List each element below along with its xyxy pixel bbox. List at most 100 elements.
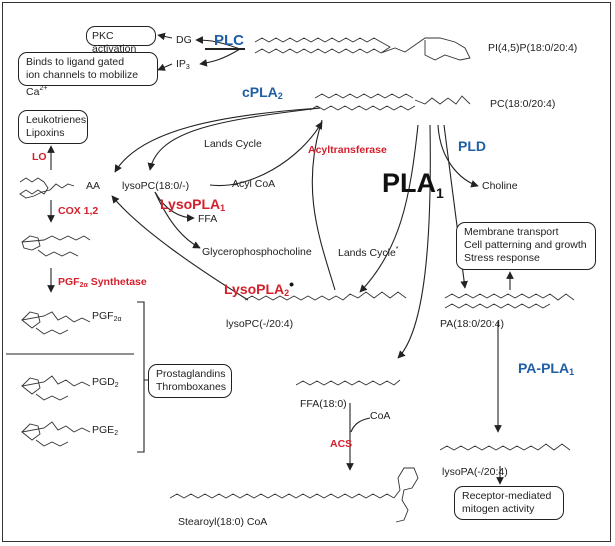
lysopla2-mark: • (289, 276, 295, 292)
pa-label: PA(18:0/20:4) (440, 318, 505, 330)
lysopla2-text: LysoPLA (224, 281, 285, 297)
ip3-sub: 3 (185, 64, 190, 71)
papla1-text: PA-PLA (518, 360, 570, 376)
acyl-coa-label: Acyl CoA (232, 178, 276, 190)
papla1-enzyme-label: PA-PLA1 (518, 360, 574, 380)
cpla2-enzyme-label: cPLA2 (242, 84, 283, 104)
ffa-label: FFA (198, 213, 218, 225)
lysopla1-to-gpc-arrow (154, 191, 201, 249)
pla1-to-ffa18-arrow (397, 124, 431, 359)
pgf2a-label: PGF2α (92, 310, 122, 326)
lysopc2-structure (244, 291, 407, 301)
pc-chain-1 (314, 93, 414, 99)
pc-headgroup (414, 95, 471, 105)
pgf-synthetase-enzyme-label: PGF2α Synthetase (58, 276, 147, 292)
membrane-line-3: Stress response (464, 252, 540, 264)
pge-text: PGE (92, 424, 115, 436)
papla1-sub: 1 (569, 367, 575, 377)
acs-enzyme-label: ACS (330, 438, 353, 450)
receptor-line-2: mitogen activity (462, 503, 535, 515)
lysopla1-to-ffa-arrow (154, 191, 195, 222)
dg-label: DG (176, 34, 192, 46)
pgf-sub: 2α (113, 316, 122, 323)
cpla2-text: cPLA (242, 84, 278, 100)
coa-label: CoA (370, 410, 391, 422)
pa-structure (444, 293, 575, 301)
aa-structure (19, 177, 75, 199)
lysopla2-to-aa-arrow (111, 195, 249, 301)
pip2-label: PI(4,5)P(18:0/20:4) (488, 42, 578, 54)
pgf-synth-rest: Synthetase (87, 276, 147, 288)
pgd-text: PGD (92, 376, 115, 388)
pip2-chain-1 (254, 37, 382, 43)
pla1-sub: 1 (436, 185, 444, 201)
ffa-18-label: FFA(18:0) (300, 398, 347, 410)
aa-label: AA (86, 180, 101, 192)
pgf-text: PGF (92, 310, 114, 322)
lysopa-structure (439, 443, 571, 451)
coa-input-arrow (350, 417, 371, 433)
cpla2-sub: 2 (277, 91, 283, 101)
ligand-line-1: Binds to ligand gated (26, 56, 125, 68)
glycerophosphocholine-label: Glycerophosphocholine (202, 246, 312, 258)
pgf2a-tail (35, 327, 69, 335)
lands-cycle-label: Lands Cycle (204, 138, 262, 150)
pge-sub: 2 (114, 430, 119, 437)
acyltransferase-enzyme-label: Acyltransferase (308, 144, 387, 156)
lysopc-18-label: lysoPC(18:0/-) (122, 180, 190, 192)
pgh2-structure (21, 235, 91, 251)
membrane-line-2: Cell patterning and growth (464, 239, 587, 251)
stearoyl-coa-label: Stearoyl(18:0) CoA (178, 516, 268, 528)
pgf-synth-sub: 2α (79, 282, 88, 289)
pgh2-tail (37, 249, 79, 257)
pgd2-structure (20, 375, 91, 395)
stearoyl-coa-structure (169, 493, 395, 499)
membrane-line-1: Membrane transport (464, 226, 559, 238)
ip3-to-ligand-arrow (157, 63, 173, 71)
ligand-line-2: ion channels to mobilize Ca (26, 69, 139, 98)
lands-cycle-2-text: Lands Cycle (338, 247, 396, 259)
cpla2-to-lysopc-arrow (147, 107, 321, 171)
pc-label: PC(18:0/20:4) (490, 98, 556, 110)
pip2-headgroup (380, 37, 471, 61)
pla1-text: PLA (382, 168, 436, 198)
pgd-sub: 2 (114, 382, 119, 389)
dg-to-pkc-arrow (157, 32, 173, 41)
lands-cycle-2-arrow (311, 119, 336, 291)
acyltransferase-arrow (209, 121, 323, 187)
pla1-to-lysopc2-arrow (359, 124, 419, 293)
plc-enzyme-label: PLC (214, 32, 244, 49)
lands-cycle-star: * (395, 246, 399, 253)
leuko-line-2: Lipoxins (26, 127, 65, 139)
pge2-tail (35, 439, 69, 447)
plc-arrow-ip3 (199, 48, 241, 67)
figure-frame (2, 2, 611, 542)
pkc-activation-box: PKC activation (86, 26, 156, 55)
pip2-chain-2 (254, 48, 382, 54)
ffa18-structure (295, 379, 401, 386)
pla1-enzyme-label: PLA1 (382, 168, 444, 208)
ca-charge: 2+ (39, 85, 48, 92)
pa-chain-2 (444, 303, 551, 309)
leuko-line-1: Leukotrienes (26, 114, 87, 126)
lysopc-20-label: lysoPC(-/20:4) (226, 318, 294, 330)
pgf-synth-text: PGF (58, 276, 80, 288)
choline-label: Choline (482, 180, 518, 192)
pld-enzyme-label: PLD (458, 138, 486, 154)
ip3-text: IP (176, 58, 186, 70)
receptor-line-1: Receptor-mediated (462, 490, 552, 502)
lysopla1-sub: 1 (220, 203, 226, 213)
pgf2a-structure (20, 311, 91, 329)
pld-to-choline-arrow (437, 124, 479, 188)
molecule-skeletons (19, 37, 575, 523)
lysopla1-enzyme-label: LysoPLA1 (160, 196, 225, 216)
lo-enzyme-label: LO (32, 151, 47, 163)
cox-enzyme-label: COX 1,2 (58, 205, 99, 217)
cpla2-to-aa-arrow (114, 107, 321, 173)
lysopla2-sub: 2 (284, 288, 290, 298)
lysopla1-text: LysoPLA (160, 196, 221, 212)
